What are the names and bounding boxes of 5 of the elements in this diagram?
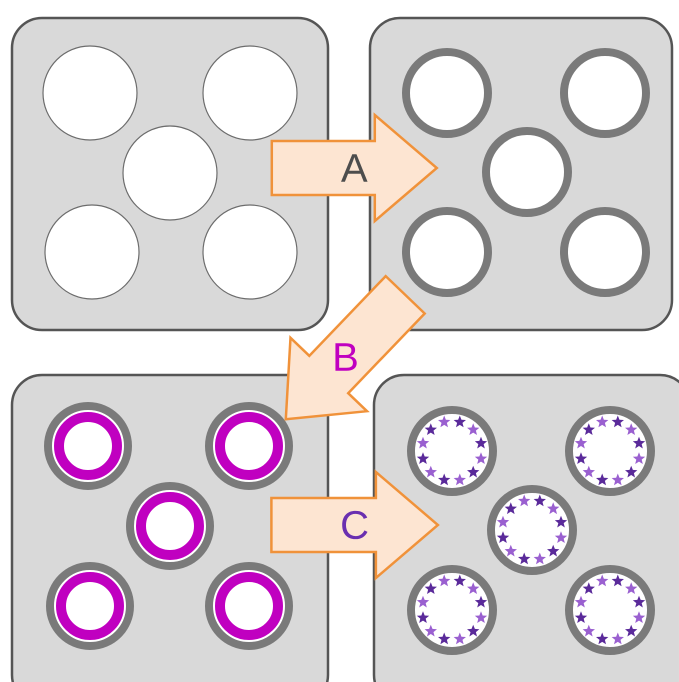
edge-label: A [340, 153, 369, 183]
block-arrow [270, 112, 439, 224]
edge-label: C [339, 510, 370, 540]
block-arrow [270, 469, 440, 581]
edge-label: B [331, 342, 360, 372]
